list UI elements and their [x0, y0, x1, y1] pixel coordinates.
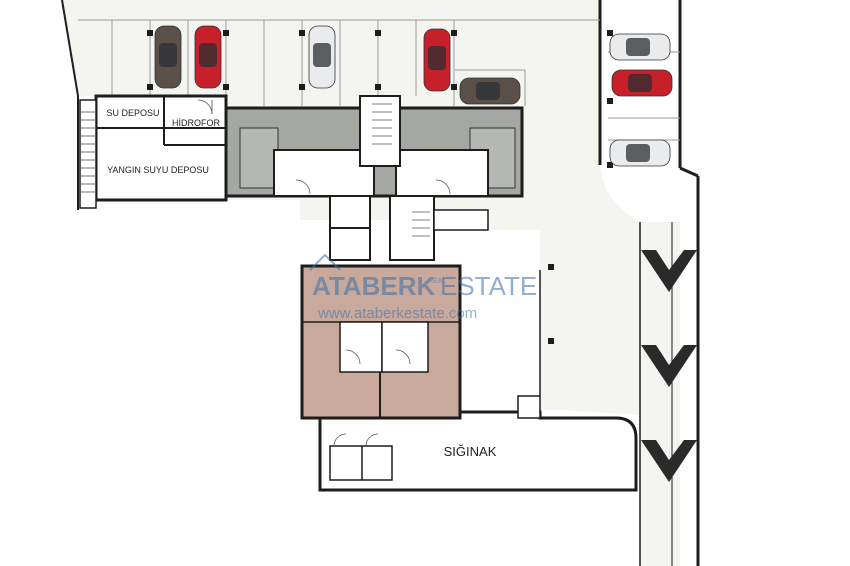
watermark-brand-b: ESTATE: [440, 271, 537, 301]
watermark: ATABERK REAL ESTATE www.ataberkestate.co…: [309, 253, 537, 322]
gray-units: [224, 95, 524, 198]
ramp-arrows: [641, 250, 697, 482]
structural-columns: [147, 30, 613, 344]
watermark-url: www.ataberkestate.com: [317, 305, 477, 322]
parked-car: [308, 25, 336, 89]
service-rooms: [79, 94, 228, 209]
parked-cars: [154, 25, 673, 167]
label-su-deposu: SU DEPOSU: [106, 108, 159, 118]
watermark-roof-icon: [309, 253, 341, 271]
label-yangin-suyu-deposu: YANGIN SUYU DEPOSU: [107, 165, 209, 175]
label-hidrofor: HİDROFOR: [172, 118, 220, 128]
parked-car: [609, 33, 671, 61]
parked-car: [611, 69, 673, 97]
central-core: [329, 195, 489, 261]
parked-car: [609, 139, 671, 167]
shelter-room: [318, 270, 638, 492]
parked-car: [194, 25, 222, 89]
watermark-brand-a: ATABERK: [312, 271, 435, 301]
watermark-tag: REAL: [428, 278, 446, 285]
parked-car: [423, 28, 451, 92]
parked-car: [154, 25, 182, 89]
label-siginak: SIĞINAK: [444, 444, 497, 459]
parked-car: [459, 77, 521, 105]
